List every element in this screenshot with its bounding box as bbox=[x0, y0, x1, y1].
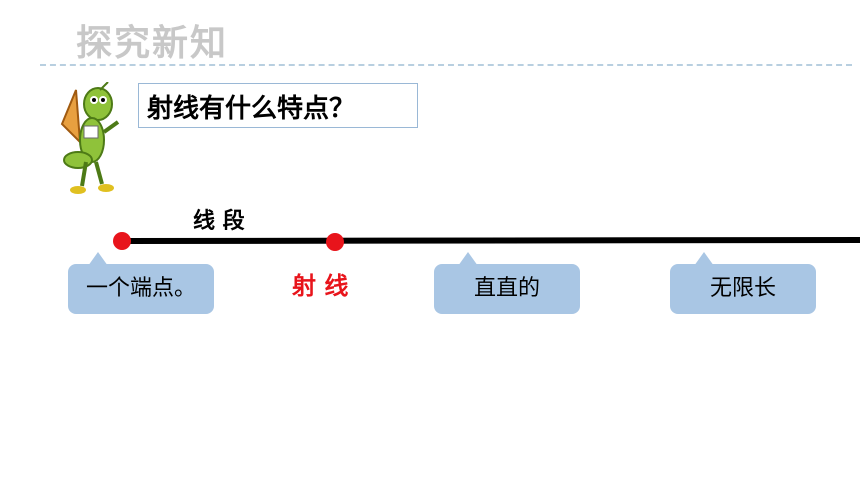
speech-bubble-straight: 直直的 bbox=[434, 252, 580, 314]
bubble-tail bbox=[88, 252, 108, 266]
bubble-text: 无限长 bbox=[709, 276, 776, 301]
mascot-illustration bbox=[60, 82, 120, 194]
title-divider bbox=[40, 64, 852, 66]
speech-bubble-infinite: 无限长 bbox=[670, 252, 816, 314]
bubble-tail bbox=[458, 252, 478, 266]
question-text: 射线有什么特点？ bbox=[147, 94, 356, 124]
speech-bubble-one-endpoint: 一个端点。 bbox=[68, 252, 214, 314]
question-box: 射线有什么特点？ bbox=[138, 83, 418, 128]
endpoint-b bbox=[326, 233, 344, 251]
ray-line bbox=[121, 237, 860, 244]
endpoint-a bbox=[113, 232, 131, 250]
segment-label: 线 段 bbox=[193, 209, 245, 234]
bubble-tail bbox=[694, 252, 714, 266]
bubble-text: 一个端点。 bbox=[85, 276, 196, 301]
page-title: 探究新知 bbox=[76, 23, 229, 64]
ray-label: 射 线 bbox=[292, 272, 349, 300]
bubble-text: 直直的 bbox=[473, 276, 540, 301]
